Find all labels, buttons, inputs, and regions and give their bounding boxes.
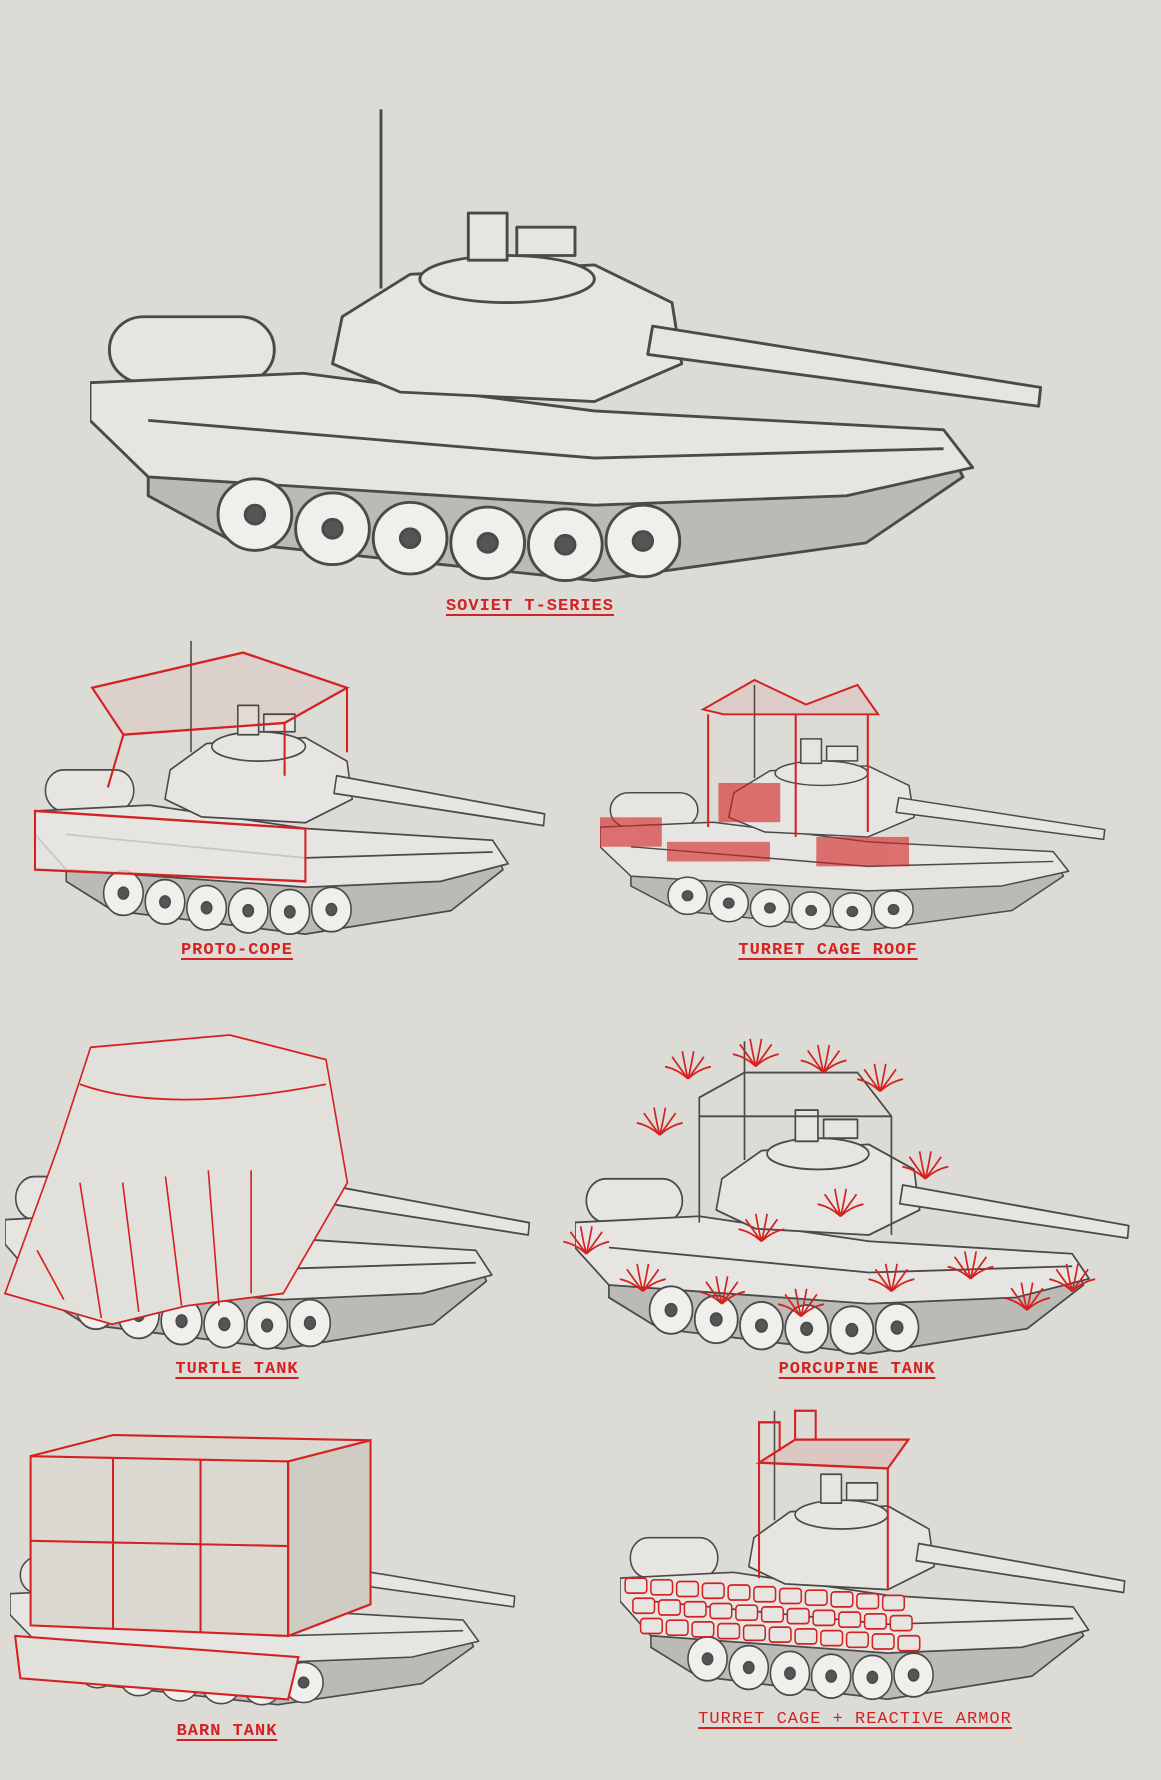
reactive-armor-block	[753, 1585, 777, 1603]
reactive-armor-block	[727, 1584, 751, 1601]
branch-spike	[760, 1228, 785, 1242]
label-proto-cope: PROTO-COPE	[180, 941, 294, 960]
branch-spike	[924, 1165, 949, 1180]
reactive-armor-block	[871, 1633, 895, 1650]
reactive-armor-block	[881, 1594, 906, 1612]
branch-spike	[800, 1303, 825, 1317]
figure-turtle-tank	[3, 1034, 540, 1355]
reactive-armor-block	[717, 1622, 741, 1640]
branch-spike	[823, 1059, 847, 1074]
figure-barn-tank	[10, 1433, 525, 1710]
reactive-armor-block	[845, 1631, 870, 1649]
label-turret-cage-roof: TURRET CAGE ROOF	[738, 941, 918, 960]
branch-spike	[642, 1278, 666, 1292]
branch-spike	[1071, 1278, 1096, 1292]
branch-spikes	[563, 1038, 1096, 1317]
reactive-armor-block	[657, 1599, 682, 1616]
branch-spike	[755, 1053, 779, 1067]
branch-spike	[969, 1265, 994, 1280]
overhead-screen	[33, 651, 350, 883]
label-barn-tank: BARN TANK	[176, 1722, 278, 1741]
branch-spike	[879, 1078, 904, 1092]
reactive-armor-block	[735, 1604, 759, 1622]
branch-spike	[659, 1121, 683, 1136]
figure-turret-cage-reactive-armor	[620, 1405, 1135, 1705]
reactive-armor-block	[639, 1617, 664, 1635]
reactive-armor-block	[804, 1589, 828, 1607]
cloth-cover	[3, 1034, 349, 1326]
figure-proto-cope	[33, 635, 555, 940]
branch-spike	[721, 1290, 746, 1305]
tank-illustration	[575, 1041, 1129, 1354]
reactive-armor-block	[786, 1607, 810, 1625]
reactive-armor-block	[778, 1587, 803, 1605]
reactive-armor-block	[760, 1606, 785, 1623]
reactive-armor-block	[701, 1582, 725, 1600]
reactive-armor-block	[768, 1626, 792, 1643]
reactive-armor-block	[830, 1591, 854, 1608]
label-soviet-t-series: SOVIET T-SERIES	[445, 597, 615, 616]
label-turret-cage-reactive-armor: TURRET CAGE + REACTIVE ARMOR	[698, 1710, 1012, 1729]
branch-spike	[840, 1203, 864, 1217]
reactive-armor-block	[794, 1627, 818, 1645]
reactive-armor-block	[624, 1577, 648, 1594]
branch-spike	[1026, 1296, 1051, 1311]
reactive-armor-block	[820, 1629, 844, 1647]
turret-cage	[755, 1409, 911, 1590]
label-porcupine-tank: PORCUPINE TANK	[778, 1360, 936, 1379]
camouflage-netting	[600, 782, 909, 867]
reactive-armor-block	[675, 1580, 700, 1598]
reactive-armor-block	[683, 1600, 707, 1618]
reactive-armor-block	[812, 1609, 836, 1627]
reactive-armor-block	[709, 1602, 733, 1620]
reactive-armor-block	[863, 1612, 888, 1630]
tank-illustration	[90, 109, 1041, 580]
reactive-armor-block	[889, 1614, 913, 1632]
reactive-armor-block	[665, 1619, 689, 1637]
barn-box	[13, 1433, 372, 1701]
figure-soviet-t-series	[90, 100, 1060, 590]
cage-frame	[698, 1071, 893, 1235]
branch-spike	[585, 1240, 610, 1255]
reactive-armor-block	[650, 1578, 674, 1596]
branch-spike	[890, 1278, 915, 1292]
reactive-armor-block	[691, 1621, 715, 1638]
label-turtle-tank: TURTLE TANK	[175, 1360, 299, 1379]
reactive-armor-block	[742, 1624, 767, 1642]
reactive-armor-block	[632, 1597, 656, 1615]
figure-porcupine-tank	[563, 1035, 1140, 1360]
cage-roof	[700, 678, 881, 837]
reactive-armor-blocks	[624, 1577, 921, 1652]
figure-turret-cage-roof	[600, 678, 1115, 935]
reactive-armor-block	[856, 1592, 880, 1610]
reactive-armor-block	[897, 1634, 921, 1652]
reactive-armor-block	[838, 1611, 862, 1628]
branch-spike	[687, 1065, 712, 1080]
tank-illustration	[600, 685, 1105, 930]
